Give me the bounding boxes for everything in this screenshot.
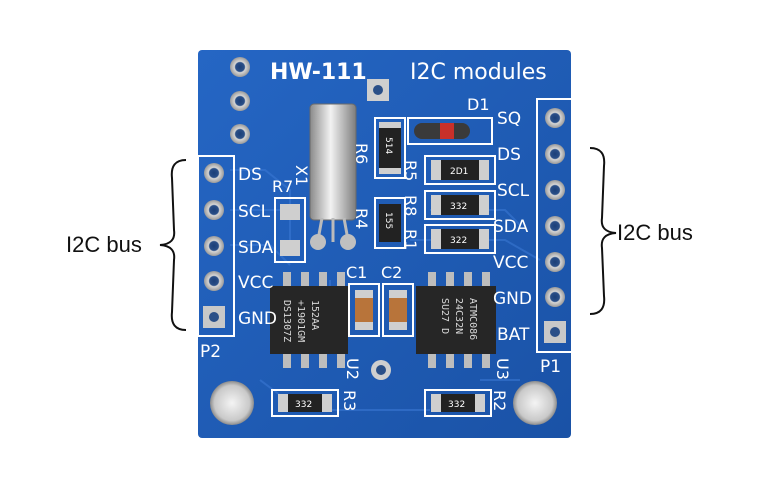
p2-pin-label-1: DS: [238, 165, 262, 185]
p2-pin-label-3: SDA: [238, 238, 274, 258]
label-r3: R3: [340, 390, 359, 411]
label-c1: C1: [346, 263, 367, 282]
p1-pin-label-1: SQ: [497, 109, 521, 129]
chip-u2: DS1307Z +1901GM 152AA: [270, 272, 348, 368]
p1-pin-2: [545, 144, 565, 164]
p2-pin-label-5: GND: [238, 309, 277, 329]
chip-u3-line-2: 24C32N: [453, 298, 464, 334]
label-x1: X1: [292, 165, 311, 186]
label-r4: R4: [352, 208, 371, 229]
resistor-r2: 332: [424, 389, 492, 417]
chip-u2-line-2: +1901GM: [295, 300, 306, 342]
p2-header-label: P2: [200, 342, 221, 362]
p1-pin-6: [545, 287, 565, 307]
chip-u2-line-3: 152AA: [309, 300, 320, 330]
p1-pin-label-7: BAT: [497, 325, 530, 345]
label-u3: U3: [493, 358, 512, 380]
p2-pin-4: [204, 271, 224, 291]
header-p2: DS SCL SDA VCC GND P2: [197, 155, 277, 362]
p2-pin-1: [204, 163, 224, 183]
crystal-x1: [309, 103, 357, 221]
label-r7: R7: [272, 177, 293, 196]
top-left-holes: [230, 57, 250, 144]
header-p1: SQ DS SCL SDA VCC GND BAT P1: [493, 98, 574, 377]
p1-pin-label-4: SDA: [493, 217, 529, 237]
label-r2: R2: [490, 390, 509, 411]
capacitor-c1: [348, 283, 380, 337]
resistor-r7: [274, 197, 306, 263]
label-d1: D1: [467, 95, 490, 114]
resistor-r6: 514: [374, 117, 406, 179]
resistor-r4: 155: [374, 197, 406, 249]
chip-u3: ATMC086 24C32N SU27 D: [416, 272, 496, 368]
chip-u3-line-3: SU27 D: [439, 298, 450, 334]
chip-u3-line-1: ATMC086: [467, 298, 478, 340]
diode-d1: [407, 117, 493, 145]
code-r1: 322: [450, 236, 467, 246]
code-r8: 332: [450, 202, 467, 212]
code-r3: 332: [295, 400, 312, 410]
resistor-r1: 322: [424, 224, 496, 254]
code-r4: 155: [383, 212, 393, 229]
code-r2: 332: [448, 400, 465, 410]
brace-right: [589, 147, 617, 315]
label-r5: R5: [401, 160, 420, 181]
brace-left: [159, 159, 187, 331]
p2-pin-2: [204, 200, 224, 220]
capacitor-c2: [382, 283, 414, 337]
p1-pin-4: [545, 216, 565, 236]
resistor-r8: 332: [424, 190, 496, 220]
chip-u2-line-1: DS1307Z: [281, 300, 292, 342]
p1-pin-5: [545, 252, 565, 272]
p1-pin-label-6: GND: [493, 289, 532, 309]
label-r6: R6: [352, 143, 371, 164]
board-subtitle: I2C modules: [410, 60, 547, 85]
code-r6: 514: [383, 137, 393, 154]
resistor-r3: 332: [271, 389, 339, 417]
p1-pin-label-2: DS: [497, 145, 521, 165]
resistor-r5: 2D1: [424, 155, 496, 185]
i2c-bus-label-left: I2C bus: [66, 232, 142, 257]
label-c2: C2: [381, 263, 402, 282]
code-r5: 2D1: [450, 167, 468, 177]
p2-pin-label-2: SCL: [238, 202, 271, 222]
p2-pin-3: [204, 236, 224, 256]
board-title: HW-111: [270, 60, 367, 85]
mounting-hole-right: [513, 381, 557, 425]
mounting-hole-left: [210, 381, 254, 425]
label-u2: U2: [343, 358, 362, 380]
p1-pin-3: [545, 180, 565, 200]
label-r1: R1: [401, 229, 420, 250]
p2-pin-label-4: VCC: [238, 273, 273, 293]
i2c-bus-label-right: I2C bus: [617, 220, 693, 245]
label-r8: R8: [401, 195, 420, 216]
p1-pin-label-5: VCC: [493, 253, 528, 273]
p1-header-label: P1: [540, 357, 561, 377]
p1-pin-1: [545, 108, 565, 128]
p1-pin-label-3: SCL: [497, 181, 530, 201]
